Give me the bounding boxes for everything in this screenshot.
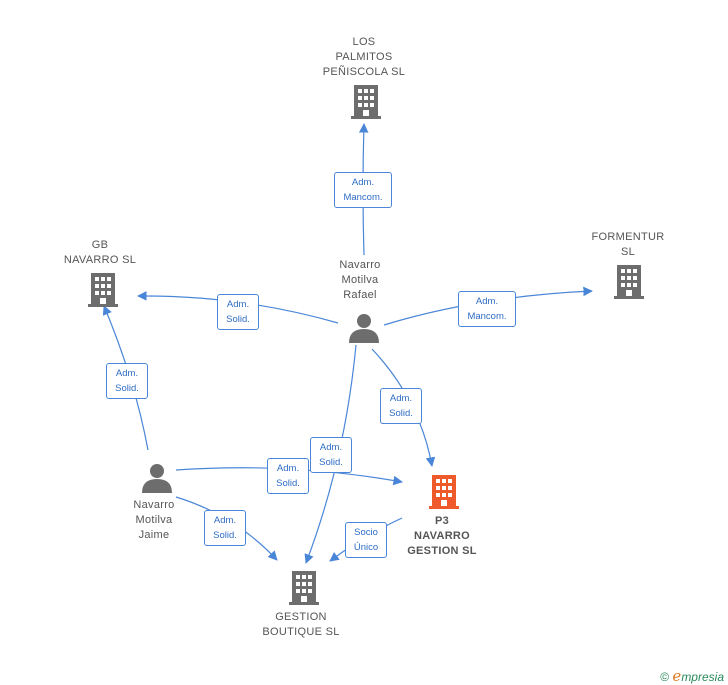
building-icon[interactable] xyxy=(613,264,645,300)
copyright-icon: © xyxy=(660,670,670,684)
building-icon[interactable] xyxy=(350,84,382,120)
node-label-los-palmitos[interactable]: LOS PALMITOS PEÑISCOLA SL xyxy=(322,36,406,78)
brand-logo: © empresia xyxy=(660,667,724,685)
node-label-gb-navarro[interactable]: GB NAVARRO SL xyxy=(63,239,137,266)
edge-label[interactable]: Adm. Solid. xyxy=(217,294,259,330)
edge-label[interactable]: Adm. Solid. xyxy=(204,510,246,546)
person-icon[interactable] xyxy=(348,313,380,343)
edge-label[interactable]: Adm. Mancom. xyxy=(334,172,392,208)
building-icon[interactable] xyxy=(428,474,460,510)
node-label-jaime[interactable]: Navarro Motilva Jaime xyxy=(133,499,175,541)
edge-label[interactable]: Adm. Solid. xyxy=(310,437,352,473)
edge-label[interactable]: Adm. Solid. xyxy=(380,388,422,424)
node-label-formentur[interactable]: FORMENTUR SL xyxy=(591,231,665,258)
edge-label[interactable]: Adm. Solid. xyxy=(267,458,309,494)
building-icon[interactable] xyxy=(87,272,119,308)
person-icon[interactable] xyxy=(141,463,173,493)
edge-label[interactable]: Socio Único xyxy=(345,522,387,558)
node-label-p3[interactable]: P3 NAVARRO GESTION SL xyxy=(407,515,477,557)
edge-label[interactable]: Adm. Solid. xyxy=(106,363,148,399)
node-label-gestion-boutique[interactable]: GESTION BOUTIQUE SL xyxy=(262,611,340,638)
edge-label[interactable]: Adm. Mancom. xyxy=(458,291,516,327)
node-label-rafael[interactable]: Navarro Motilva Rafael xyxy=(339,259,381,301)
building-icon[interactable] xyxy=(288,570,320,606)
